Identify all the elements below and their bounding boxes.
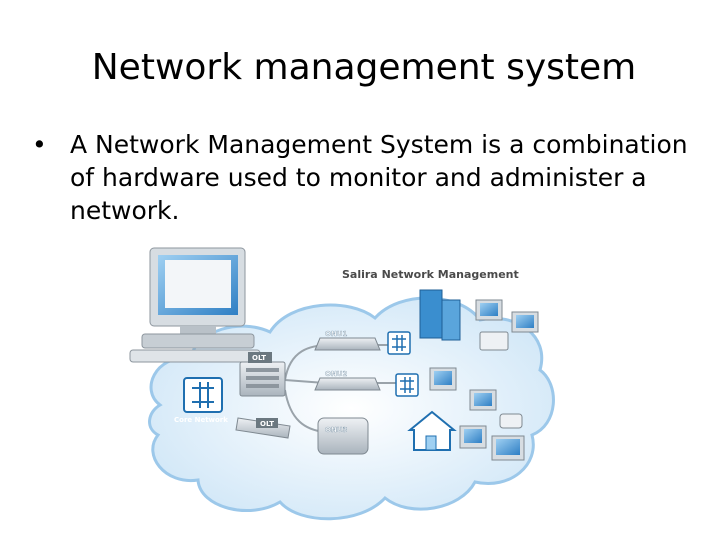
tv-icon: [491, 435, 525, 461]
olt-bottom-label: OLT: [260, 420, 274, 428]
server-rack-icon: [419, 289, 461, 341]
switch-icon: [395, 373, 419, 397]
printer-icon: [479, 331, 509, 351]
desktop-pc-icon: [475, 299, 539, 333]
core-network-switch-icon: Core Network: [174, 377, 228, 424]
home-icon: [407, 410, 457, 451]
switch-icon: [387, 331, 411, 355]
desktop-pc-icon: [429, 367, 497, 411]
network-diagram-image: Salira Network Management OLT Core Netwo…: [120, 240, 560, 540]
olt-device-bottom: OLT: [235, 417, 291, 439]
onu3-label: ONU3: [325, 426, 347, 434]
olt-device-top: OLT: [239, 352, 286, 397]
onu1-device: ONU1: [314, 330, 381, 351]
core-network-label: Core Network: [174, 416, 228, 424]
onu2-device: ONU2: [314, 370, 381, 391]
bullet-text: A Network Management System is a combina…: [70, 130, 688, 225]
slide-title: Network management system: [91, 47, 637, 88]
bullet-dot: •: [32, 130, 47, 159]
onu3-device: ONU3: [317, 417, 369, 455]
management-pc-icon: [129, 247, 261, 363]
figure-banner: Salira Network Management: [342, 268, 519, 281]
olt-top-label: OLT: [252, 354, 266, 362]
bullet-item: • A Network Management System is a combi…: [32, 128, 692, 227]
desktop-pc-icon: [459, 425, 487, 449]
onu2-label: ONU2: [325, 370, 347, 378]
onu1-label: ONU1: [325, 330, 347, 338]
telephone-icon: [499, 413, 523, 429]
